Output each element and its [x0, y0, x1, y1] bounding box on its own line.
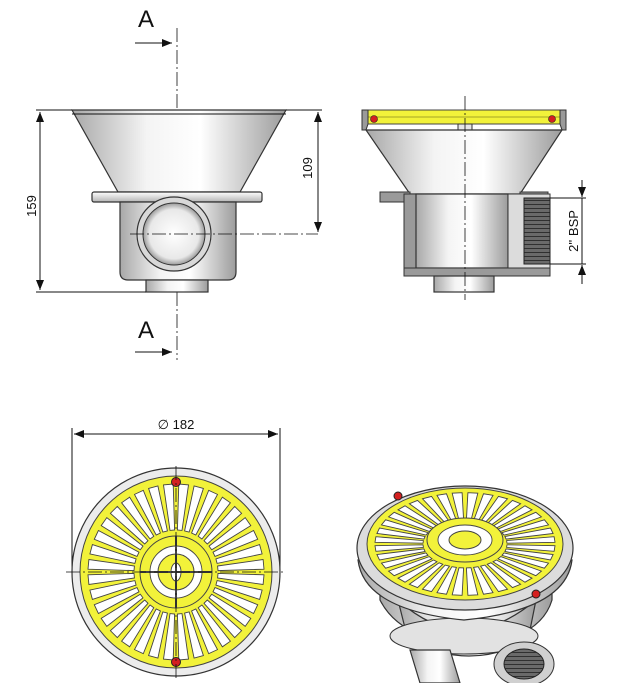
cone-body: [70, 109, 288, 193]
grate-slot: [387, 556, 433, 577]
isometric-view: [356, 485, 574, 683]
grate-slot: [215, 580, 263, 600]
grate-slot: [162, 613, 176, 661]
grate-slot: [184, 485, 204, 533]
grate-slot: [148, 485, 168, 533]
grate-slot: [506, 544, 556, 552]
grate-slot: [191, 608, 219, 655]
grate-slot: [479, 564, 509, 593]
grate-slot: [504, 527, 554, 540]
grate-slot: [109, 599, 149, 639]
bottom-spigot: [145, 279, 209, 293]
grate-slot: [89, 544, 137, 564]
grate-slot: [374, 536, 424, 544]
grate-slot: [120, 496, 155, 540]
grate-slot: [176, 483, 190, 531]
iso-grate-slots: [374, 492, 556, 596]
grate-slot: [374, 544, 424, 552]
grate-slot: [501, 552, 550, 569]
grate-slot: [100, 516, 144, 551]
iso-screw-right: [531, 589, 541, 599]
grate-slot: [197, 496, 232, 540]
grate-slot: [217, 558, 265, 572]
grate-slot: [212, 529, 259, 557]
section-label-bottom: A: [138, 317, 154, 344]
screw-right: [548, 115, 556, 123]
grate-slot: [191, 489, 219, 536]
grate-slot: [203, 599, 243, 639]
grate-slot: [217, 572, 265, 586]
grate-slot: [184, 611, 204, 659]
grate-slot: [133, 608, 161, 655]
top-view: ∅ 182: [66, 417, 286, 678]
grate-slot: [148, 611, 168, 659]
grate-slot: [465, 567, 479, 596]
screw-left: [370, 115, 378, 123]
grate-slot: [497, 556, 543, 577]
grate-slot: [212, 587, 259, 615]
section-spigot: [433, 275, 495, 293]
grate-slot: [208, 516, 252, 551]
grate-slot: [120, 604, 155, 648]
section-cone: [364, 129, 564, 195]
dim-body-height: 109: [300, 157, 315, 179]
grate-slot: [89, 580, 137, 600]
section-view: 2'' BSP: [361, 96, 586, 300]
grate-slot: [501, 519, 550, 536]
grate-slot: [93, 587, 140, 615]
grate-slot: [376, 548, 426, 561]
dim-thread: 2'' BSP: [566, 210, 581, 252]
grate-slot: [472, 566, 494, 595]
grate-slot: [203, 505, 243, 545]
grate-slot: [436, 566, 458, 595]
grate-slot: [100, 593, 144, 628]
grate-slot: [492, 559, 533, 583]
grate-slot: [87, 572, 135, 586]
grate-slot: [451, 567, 465, 596]
grate-slot: [421, 564, 451, 593]
dim-total-height: 159: [24, 195, 39, 217]
dim-diameter: ∅ 182: [158, 417, 195, 432]
grate-slot: [197, 604, 232, 648]
grate-slot: [109, 505, 149, 545]
grate-slot: [380, 552, 429, 569]
grate-slot: [486, 562, 522, 589]
bsp-thread: [523, 197, 551, 265]
grate-slot: [87, 558, 135, 572]
grate-slot: [215, 544, 263, 564]
iso-screw-left: [393, 491, 403, 501]
grate-slot: [208, 593, 252, 628]
grate-slot: [506, 536, 556, 544]
grate-slot: [133, 489, 161, 536]
grate-slot: [93, 529, 140, 557]
grate-slots: [87, 483, 265, 661]
front-view: A A 159 109: [24, 6, 322, 360]
grate-slot: [397, 559, 438, 583]
section-chamber: [415, 193, 509, 269]
grate-slot: [408, 562, 444, 589]
grate-slot: [504, 548, 554, 561]
section-label-top: A: [138, 6, 154, 33]
grate-slot: [376, 527, 426, 540]
grate-slot: [380, 519, 429, 536]
